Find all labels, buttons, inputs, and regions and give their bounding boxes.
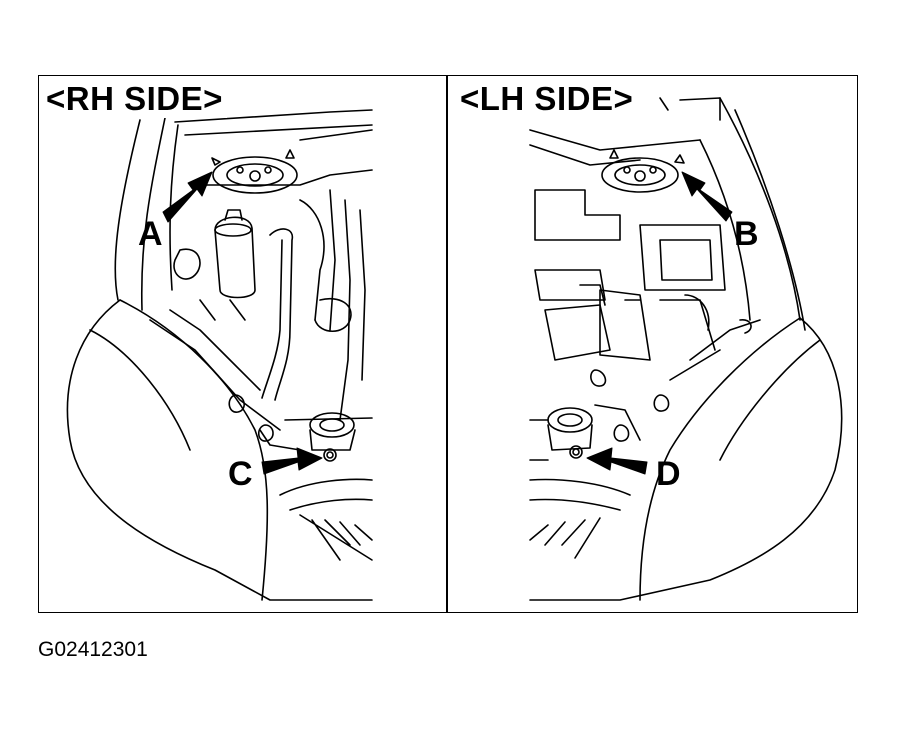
rh-headlight [66, 299, 373, 601]
lh-strut-mount [601, 149, 685, 193]
rh-engine-bay-drawing [66, 109, 373, 601]
lh-lower-mount [547, 404, 641, 459]
figure-id: G02412301 [38, 638, 148, 661]
lh-headlight [529, 317, 843, 601]
lh-side-title: <LH SIDE> [458, 80, 638, 118]
callout-d: D [656, 455, 681, 493]
rh-lower-mount [309, 412, 356, 462]
arrow-c [261, 447, 323, 475]
rh-grille [299, 514, 373, 561]
panel-divider [446, 75, 448, 613]
callout-a: A [138, 215, 163, 253]
callout-c: C [228, 455, 253, 493]
lh-engine-bay-drawing [529, 97, 843, 601]
callout-b: B [734, 215, 759, 253]
lh-battery [534, 189, 621, 241]
rh-side-title: <RH SIDE> [44, 80, 227, 118]
arrow-a [162, 171, 213, 223]
diagram-frame [38, 75, 858, 613]
lh-grille [529, 517, 601, 559]
rh-strut-mount [204, 149, 373, 194]
arrow-b [681, 171, 733, 222]
rh-reservoir [214, 209, 256, 299]
arrow-d [586, 447, 648, 475]
